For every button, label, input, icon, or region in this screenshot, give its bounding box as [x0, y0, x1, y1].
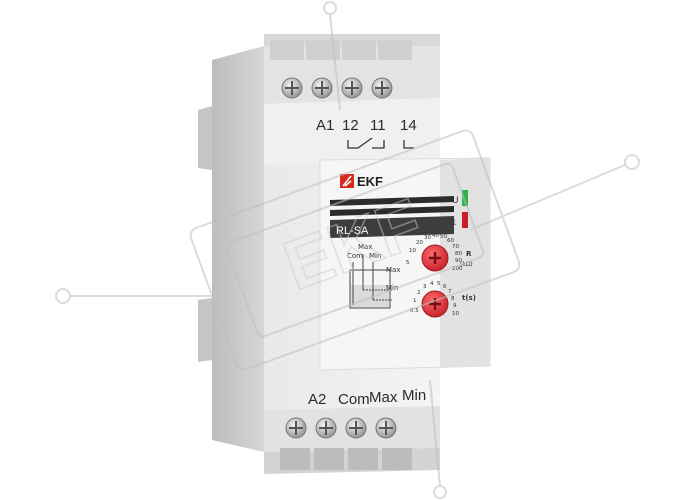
- bottom-screws: [285, 417, 397, 439]
- diagram-label-min-side: Min: [386, 284, 398, 292]
- svg-text:8: 8: [451, 296, 455, 302]
- svg-text:5: 5: [406, 260, 410, 266]
- relay-led: [462, 212, 468, 228]
- dial-r-unit: (kΩ): [460, 261, 473, 268]
- top-screws: [281, 77, 393, 99]
- svg-text:7: 7: [448, 289, 452, 295]
- watermark: [55, 1, 640, 499]
- power-led: [462, 190, 468, 206]
- svg-text:0.5: 0.5: [410, 308, 419, 314]
- top-terminal-block: [264, 34, 440, 104]
- terminal-label-a1: A1: [316, 117, 334, 134]
- terminal-label-com: Com: [338, 391, 370, 408]
- svg-text:5: 5: [437, 281, 441, 287]
- indicators: U ⎍: [450, 190, 468, 228]
- terminal-label-min: Min: [402, 387, 426, 404]
- svg-text:9: 9: [453, 303, 457, 309]
- diagram-label-max-top: Max: [358, 243, 372, 251]
- svg-text:10: 10: [409, 248, 416, 254]
- svg-text:40: 40: [432, 233, 439, 239]
- svg-text:70: 70: [452, 244, 459, 250]
- svg-text:1: 1: [413, 298, 417, 304]
- svg-text:3: 3: [423, 284, 427, 290]
- dial-r-label: R: [466, 250, 472, 258]
- terminal-label-11: 11: [370, 117, 386, 134]
- terminal-label-14: 14: [400, 117, 417, 134]
- svg-text:2: 2: [417, 290, 421, 296]
- body-side: [198, 46, 264, 452]
- relay-status-icon: ⎍: [450, 218, 457, 228]
- diagram-label-max-side: Max: [386, 266, 400, 274]
- terminal-label-a2: A2: [308, 391, 326, 408]
- diagram-label-min-top: Min: [369, 252, 381, 260]
- svg-text:20: 20: [416, 240, 423, 246]
- terminal-label-max: Max: [369, 389, 398, 406]
- diagram-label-com: Com: [347, 252, 363, 260]
- top-terminal-labels: A1 12 11 14: [316, 117, 417, 149]
- svg-text:4: 4: [430, 281, 434, 287]
- model-label: RL-SA: [336, 225, 369, 237]
- svg-text:30: 30: [424, 235, 431, 241]
- power-indicator-label: U: [452, 196, 459, 206]
- brand-logo-text: EKF: [357, 174, 383, 189]
- svg-text:90: 90: [455, 258, 462, 264]
- terminal-label-12: 12: [342, 117, 359, 134]
- contact-symbol-icon: [347, 137, 414, 149]
- svg-text:50: 50: [440, 234, 447, 240]
- svg-text:10: 10: [452, 311, 459, 317]
- bottom-terminal-labels: A2 Com Max Min: [308, 387, 426, 408]
- dial-resistance: 5 10 20 30 40 50 60 70 80 90 100 R (kΩ): [406, 233, 473, 272]
- dial-t-label: t(s): [462, 294, 476, 302]
- svg-text:100: 100: [452, 266, 463, 272]
- bottom-terminal-block: [264, 406, 440, 474]
- svg-text:60: 60: [447, 238, 454, 244]
- svg-text:6: 6: [443, 284, 447, 290]
- svg-text:80: 80: [455, 251, 462, 257]
